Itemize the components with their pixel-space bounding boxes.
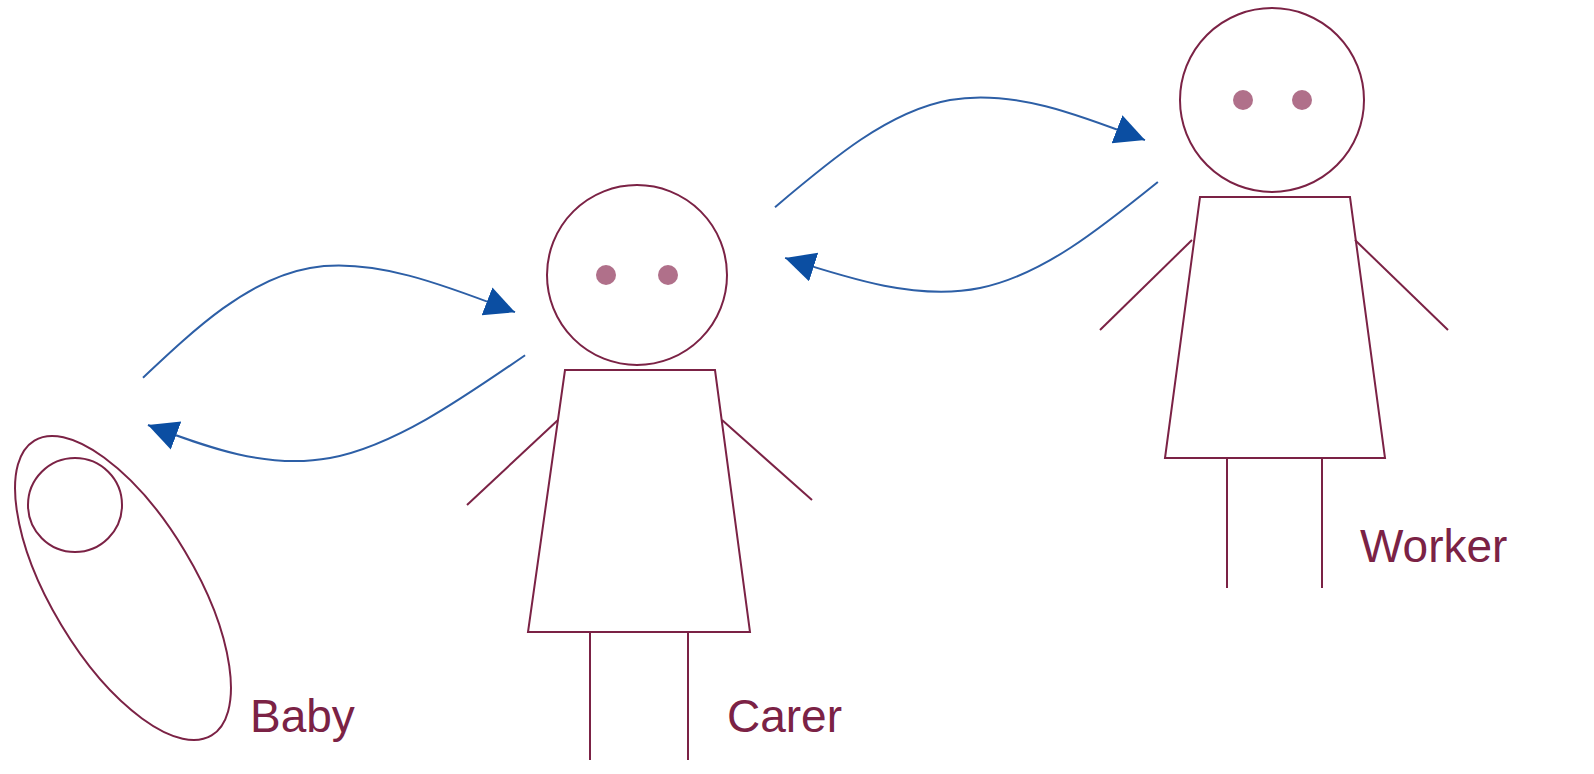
interaction-arrow xyxy=(775,97,1145,207)
interaction-arrow xyxy=(148,355,525,461)
eye-dot xyxy=(1292,90,1312,110)
limb-line xyxy=(589,632,591,760)
figure-outline xyxy=(1095,5,1590,595)
limb-line xyxy=(467,420,558,505)
eye-dot xyxy=(1233,90,1253,110)
person-figure: Worker xyxy=(1095,5,1590,595)
baby-wrap xyxy=(0,403,273,772)
figure-outline xyxy=(460,180,880,770)
limb-line xyxy=(722,420,812,500)
head-circle xyxy=(1180,8,1364,192)
figure-label: Baby xyxy=(250,693,355,739)
interaction-arrow xyxy=(143,266,515,378)
eye-dot xyxy=(658,265,678,285)
eye-dot xyxy=(596,265,616,285)
limb-line xyxy=(1100,240,1192,330)
interaction-arrow xyxy=(785,182,1158,292)
person-figure: Baby xyxy=(10,370,340,755)
body-trapezoid xyxy=(1165,197,1385,458)
limb-line xyxy=(1226,458,1228,588)
head-circle xyxy=(547,185,727,365)
limb-line xyxy=(1355,240,1448,330)
figure-label: Carer xyxy=(727,693,842,739)
limb-line xyxy=(687,632,689,760)
body-trapezoid xyxy=(528,370,750,632)
limb-line xyxy=(1321,458,1323,588)
person-figure: Carer xyxy=(460,180,880,770)
baby-head xyxy=(28,458,122,552)
figure-label: Worker xyxy=(1360,523,1507,569)
